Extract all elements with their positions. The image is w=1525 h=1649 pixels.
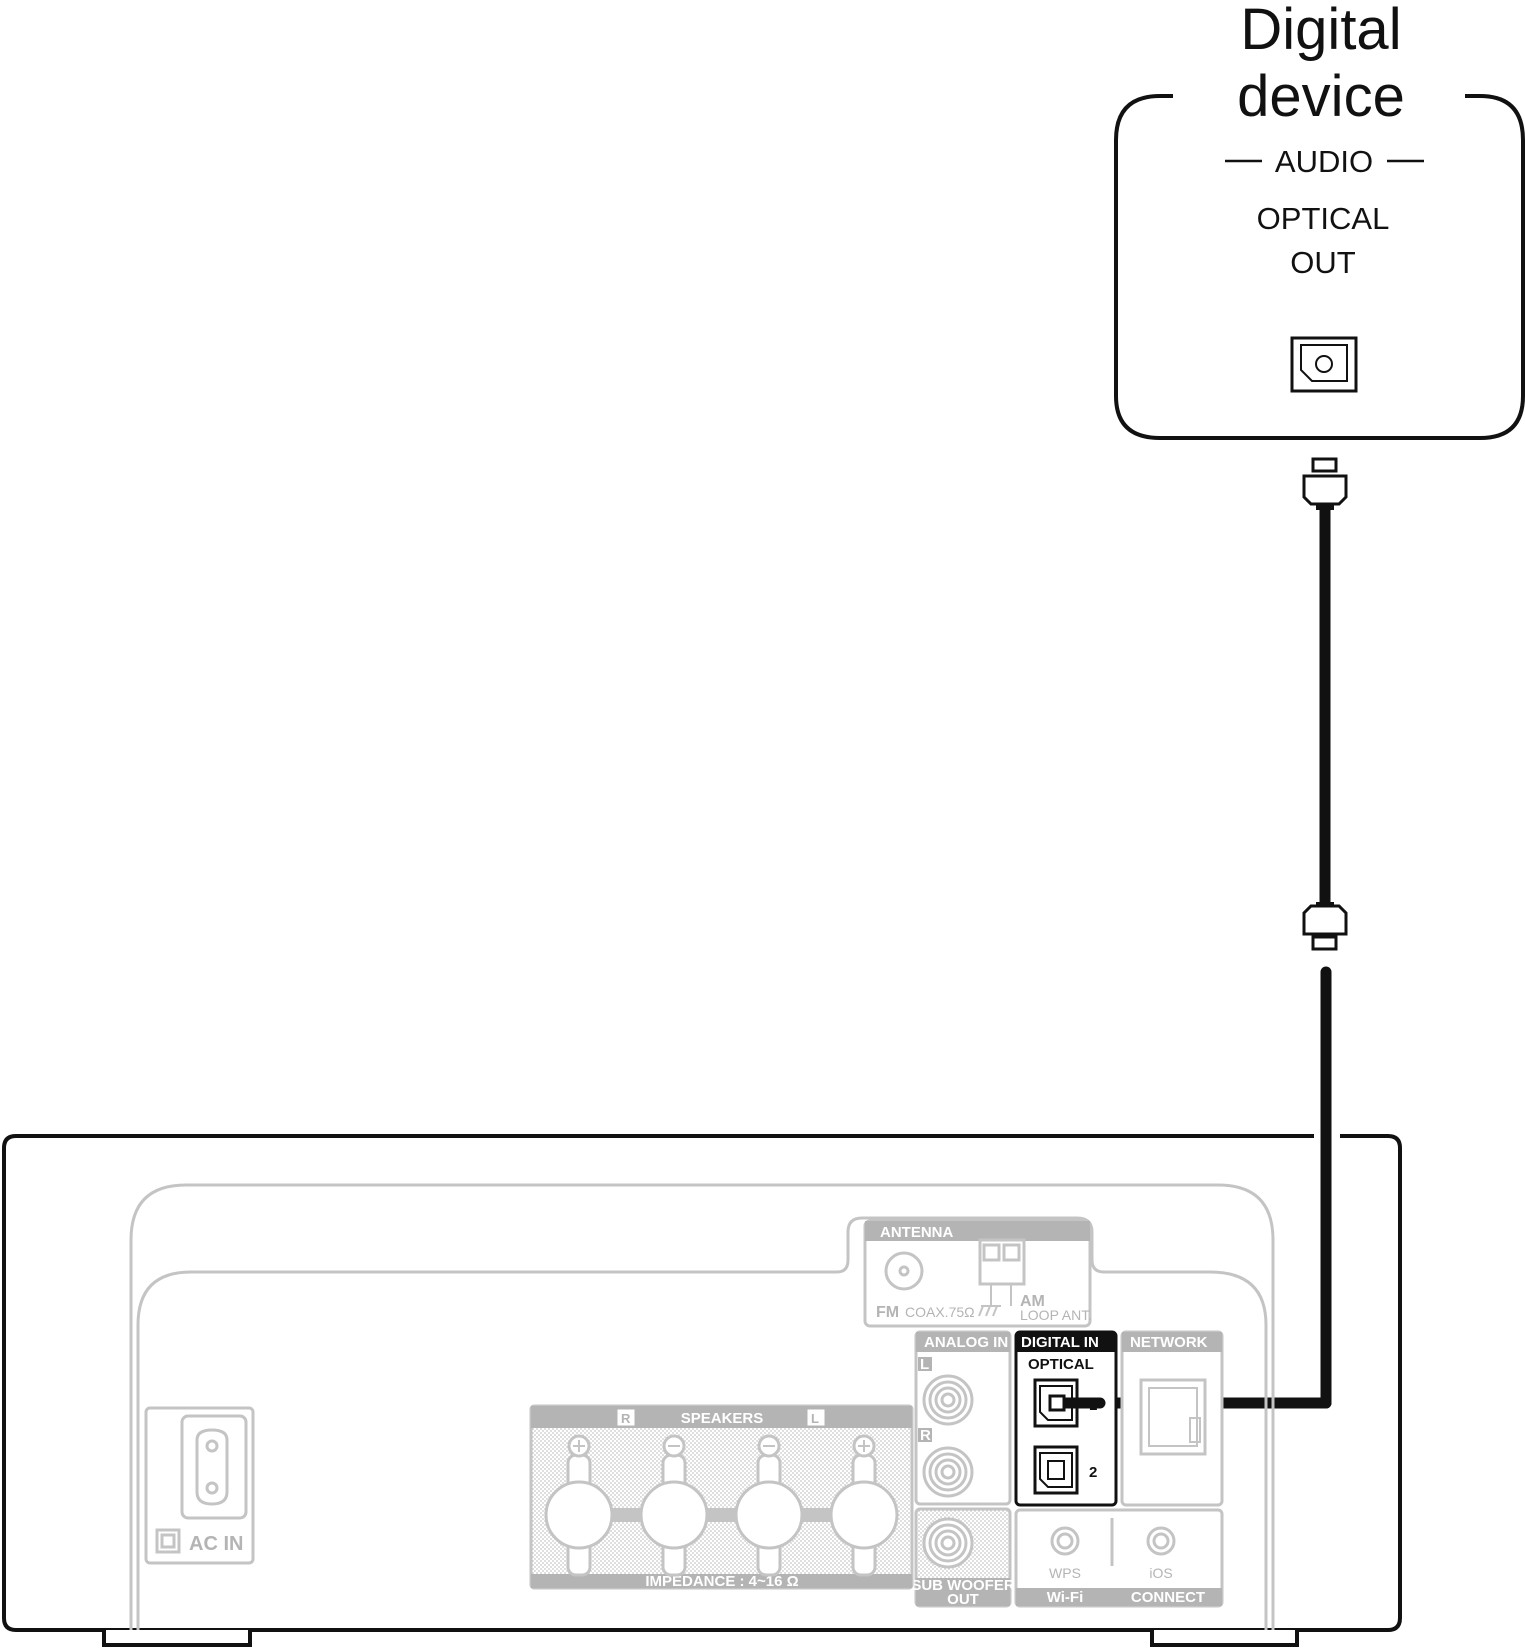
device-title-line1: Digital — [1240, 0, 1401, 62]
speaker-terminal-icon — [829, 1434, 899, 1577]
wps-button-icon — [1050, 1526, 1080, 1556]
digital-in-section: DIGITAL IN OPTICAL 1 2 — [1014, 1330, 1118, 1507]
speaker-terminal-icon — [544, 1434, 614, 1577]
optical-out-line2: OUT — [1290, 245, 1356, 280]
main-unit: ANTENNA FM COAX.75Ω AM LOOP ANT. — [2, 1130, 1402, 1647]
subwoofer-section: SUB WOOFER OUT — [911, 1507, 1015, 1608]
ac-inlet-icon — [180, 1414, 248, 1520]
optical-plug-icon — [1302, 457, 1348, 510]
right-foot — [1150, 1630, 1299, 1647]
fm-label: FM — [876, 1304, 899, 1321]
am-sub-label: LOOP ANT. — [1020, 1307, 1092, 1323]
speakers-section: R SPEAKERS L IMPEDANCE : 4~16 Ω — [529, 1404, 914, 1590]
rca-jack-icon — [922, 1446, 974, 1498]
network-label: NETWORK — [1130, 1334, 1208, 1351]
digital-device: Digital device AUDIO OPTICAL OUT — [1114, 0, 1525, 440]
rear-panel-outer — [129, 1183, 1275, 1630]
speakers-left-label: L — [811, 1411, 819, 1426]
am-terminal-icon — [978, 1238, 1026, 1317]
optical-jack-icon — [1033, 1445, 1079, 1495]
network-section: NETWORK — [1120, 1330, 1224, 1507]
fm-sub-label: COAX.75Ω — [905, 1304, 975, 1320]
audio-label: AUDIO — [1275, 144, 1373, 179]
antenna-label: ANTENNA — [880, 1224, 953, 1241]
wifi-section: WPS iOS Wi-Fi CONNECT — [1014, 1508, 1224, 1608]
optical-port-2-label: 2 — [1089, 1464, 1097, 1481]
speakers-label: SPEAKERS — [681, 1410, 764, 1427]
subwoofer-line2: OUT — [947, 1591, 979, 1608]
antenna-section: ANTENNA FM COAX.75Ω AM LOOP ANT. — [863, 1219, 1092, 1328]
digital-in-label: DIGITAL IN — [1021, 1334, 1099, 1351]
optical-jack-icon — [1290, 336, 1358, 393]
optical-out-line1: OPTICAL — [1257, 201, 1390, 236]
unit-casing — [2, 1134, 1402, 1632]
rca-jack-icon — [922, 1374, 974, 1426]
wifi-label: Wi-Fi — [1047, 1589, 1084, 1606]
analog-in-section: ANALOG IN L R — [914, 1330, 1012, 1506]
connect-label: CONNECT — [1131, 1589, 1205, 1606]
ac-in-section: AC IN — [144, 1406, 255, 1565]
digital-in-optical-label: OPTICAL — [1028, 1356, 1094, 1373]
lan-port-icon — [1139, 1378, 1207, 1456]
left-foot — [102, 1630, 252, 1647]
am-label: AM — [1020, 1293, 1045, 1310]
rear-panel-inner — [136, 1216, 1268, 1630]
ac-in-label: AC IN — [189, 1533, 243, 1555]
speakers-right-label: R — [621, 1411, 631, 1426]
rca-jack-icon — [922, 1517, 974, 1569]
speaker-terminal-icon — [734, 1434, 804, 1577]
ios-label: iOS — [1149, 1565, 1172, 1581]
device-title-line2: device — [1237, 64, 1405, 129]
analog-left-label: L — [920, 1356, 929, 1373]
speaker-terminal-icon — [639, 1434, 709, 1577]
analog-in-label: ANALOG IN — [924, 1334, 1008, 1351]
optical-plug-icon — [1302, 902, 1348, 951]
subwoofer-line1: SUB WOOFER — [911, 1577, 1014, 1594]
digital-device-box — [1114, 94, 1525, 440]
analog-right-label: R — [920, 1427, 931, 1444]
ios-button-icon — [1146, 1526, 1176, 1556]
impedance-label: IMPEDANCE : 4~16 Ω — [645, 1573, 798, 1590]
wps-label: WPS — [1049, 1565, 1081, 1581]
optical-cable — [1052, 457, 1348, 1409]
